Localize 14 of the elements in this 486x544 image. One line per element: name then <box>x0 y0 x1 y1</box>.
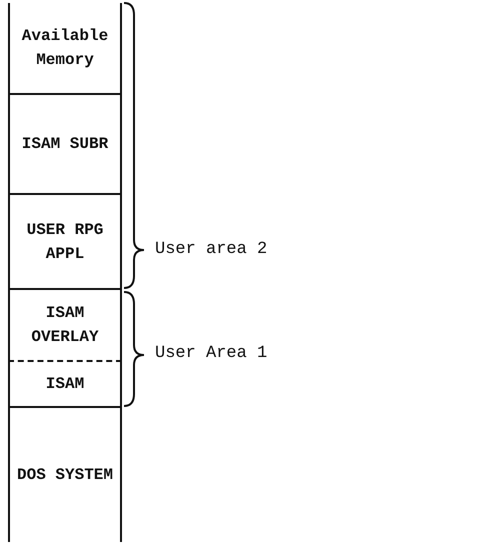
memory-block <box>8 362 122 408</box>
memory-block <box>8 195 122 290</box>
block-label: ISAM SUBR <box>20 134 110 155</box>
block-label: DOS SYSTEM <box>16 465 114 486</box>
block-label: ISAM OVERLAY <box>30 303 100 348</box>
memory-block <box>8 408 122 542</box>
memory-block <box>8 95 122 195</box>
block-label: USER RPG APPL <box>26 220 104 264</box>
area-label: User Area 1 <box>155 344 268 363</box>
block-label: ISAM <box>44 374 86 395</box>
memory-block <box>8 290 122 362</box>
memory-block <box>8 3 122 95</box>
area-label: User area 2 <box>155 240 268 259</box>
block-label: Available Memory <box>20 26 110 71</box>
